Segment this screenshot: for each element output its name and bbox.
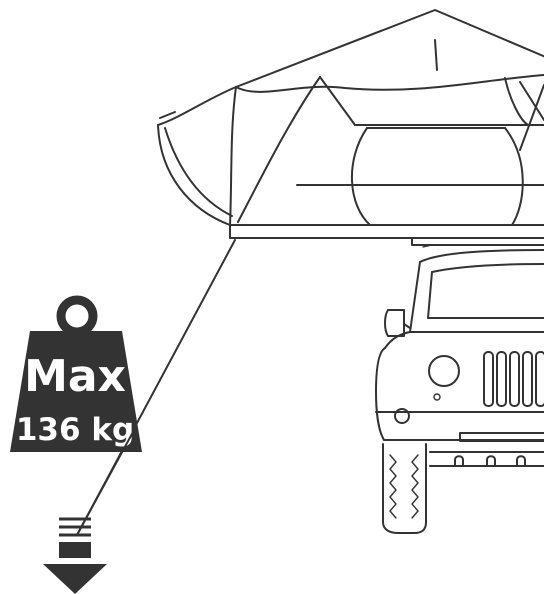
kettlebell-weight-icon: Max 136 kg (10, 295, 142, 452)
weight-max-label: Max (24, 351, 126, 402)
weight-value-label: 136 kg (16, 412, 134, 448)
down-arrow-icon (43, 517, 107, 594)
jeep-vehicle-icon (375, 249, 544, 534)
rooftop-tent-icon (157, 9, 544, 248)
